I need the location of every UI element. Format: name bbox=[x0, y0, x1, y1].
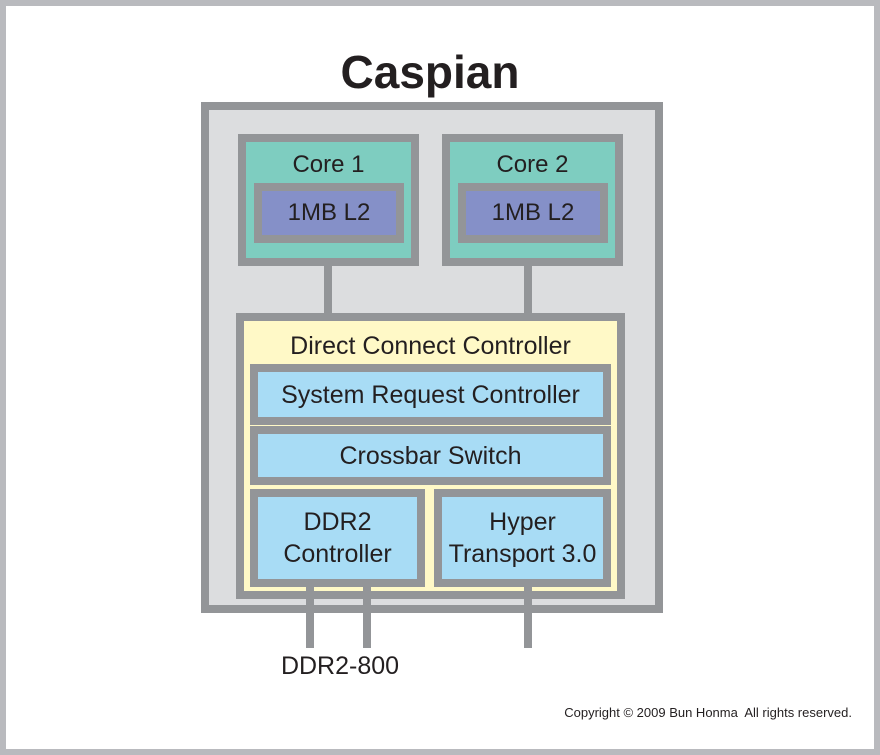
copyright-notice: Copyright © 2009 Bun Honma All rights re… bbox=[564, 705, 852, 720]
ddr2-controller-line-1: DDR2 bbox=[303, 508, 372, 536]
hypertransport-link-line bbox=[524, 586, 532, 648]
core-1-connector bbox=[324, 264, 332, 316]
hypertransport-line-1: Hyper bbox=[489, 508, 556, 536]
core-1-l2-cache: 1MB L2 bbox=[254, 183, 404, 243]
ddr2-bus-line-2 bbox=[363, 586, 371, 648]
direct-connect-controller-label: Direct Connect Controller bbox=[290, 332, 571, 360]
hypertransport-line-2: Transport 3.0 bbox=[448, 540, 597, 568]
hypertransport-block: Hyper Transport 3.0 bbox=[434, 489, 611, 587]
core-1: Core 1 1MB L2 bbox=[238, 134, 419, 266]
diagram-title: Caspian bbox=[340, 46, 520, 98]
core-2-l2-cache: 1MB L2 bbox=[458, 183, 608, 243]
ddr2-controller: DDR2 Controller bbox=[250, 489, 425, 587]
ddr2-bus-line-1 bbox=[306, 586, 314, 648]
core-1-label: Core 1 bbox=[292, 151, 365, 178]
crossbar-switch: Crossbar Switch bbox=[250, 426, 611, 485]
core-2-label: Core 2 bbox=[496, 151, 569, 178]
core-2-connector bbox=[524, 264, 532, 316]
system-request-controller: System Request Controller bbox=[250, 364, 611, 425]
ddr2-800-label: DDR2-800 bbox=[280, 652, 400, 680]
core-2: Core 2 1MB L2 bbox=[442, 134, 623, 266]
ddr2-controller-line-2: Controller bbox=[283, 540, 392, 568]
